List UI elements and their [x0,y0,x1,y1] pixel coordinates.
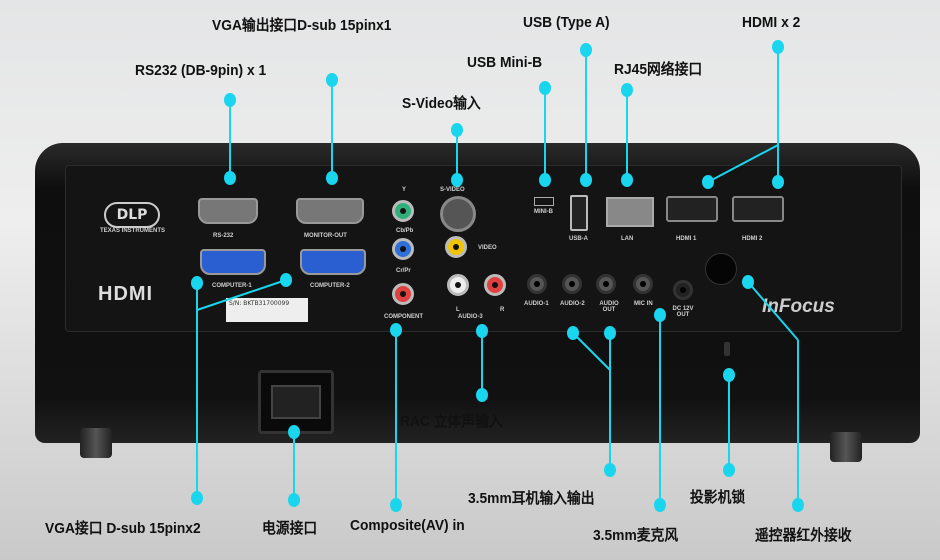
callout-vga-in: VGA接口 D-sub 15pinx2 [45,520,201,537]
hdmi1-port [666,196,718,222]
monitor-out-label: MONITOR-OUT [304,233,347,239]
cbpb-jack [392,238,414,260]
callout-rac: RAC 立体声输入 [400,413,503,430]
dlp-logo: DLP [104,202,160,228]
lan-port [606,197,654,227]
svideo-port [440,196,476,232]
usb-a-label: USB-A [569,236,588,242]
serial-label: S/N: BKTB31700099 [226,298,308,322]
dc-out-jack [673,280,693,300]
audio1-jack [527,274,547,294]
callout-lock: 投影机锁 [690,489,746,506]
video-label: VIDEO [478,245,497,251]
callout-hdmi: HDMI x 2 [742,14,801,31]
audio-out-label: AUDIO OUT [599,301,619,313]
computer2-label: COMPUTER-2 [310,283,350,289]
serial-number: S/N: BKTB31700099 [229,300,290,307]
dc-out-label: DC 12V OUT [672,306,694,318]
callout-mic: 3.5mm麦克风 [593,527,679,544]
lan-label: LAN [621,236,634,242]
hdmi2-port [732,196,784,222]
power-inlet-socket [271,385,321,419]
ir-receiver [705,253,737,285]
audio3-r-label: R [500,307,505,313]
computer2-port [300,249,366,275]
callout-vga-out: VGA输出接口D-sub 15pinx1 [212,17,392,34]
usb-a-port [570,195,588,231]
projector-foot-right [830,432,862,462]
kensington-lock-slot [724,342,730,356]
callout-svideo: S-Video输入 [402,95,481,112]
usb-mini-b-port [534,197,554,206]
mic-in-jack [633,274,653,294]
infocus-logo: InFocus [762,296,835,317]
mini-b-label: MINI-B [534,209,553,215]
y-label: Y [402,187,407,193]
callout-composite: Composite(AV) in [350,517,465,534]
callout-ir: 遥控器红外接收 [755,527,852,544]
io-panel [65,165,902,332]
rs232-port [198,198,258,224]
callout-headphone: 3.5mm耳机输入输出 [468,490,595,507]
svideo-label: S-VIDEO [440,187,465,193]
audio1-label: AUDIO-1 [524,301,549,307]
callout-rs232: RS232 (DB-9pin) x 1 [135,62,267,79]
callout-usb-mini: USB Mini-B [467,54,543,71]
monitor-out-port [296,198,364,224]
callout-rj45: RJ45网络接口 [614,61,703,78]
audio3-l-label: L [456,307,460,313]
hdmi-logo: HDMI [98,283,154,305]
crpr-label: Cr/Pr [396,268,411,274]
y-jack [392,200,414,222]
hdmi2-label: HDMI 2 [742,236,763,242]
callout-power: 电源接口 [262,520,318,537]
rs232-label: RS-232 [213,233,234,239]
mic-in-label: MIC IN [634,301,653,307]
video-jack [445,236,467,258]
cbpb-label: Cb/Pb [396,228,414,234]
computer1-label: COMPUTER-1 [212,283,252,289]
audio2-jack [562,274,582,294]
audio3-left-jack [447,274,469,296]
callout-usb-a: USB (Type A) [523,14,610,31]
audio3-right-jack [484,274,506,296]
projector-foot-left [80,428,112,458]
audio2-label: AUDIO-2 [560,301,585,307]
computer1-port [200,249,266,275]
crpr-jack [392,283,414,305]
audio3-label: AUDIO-3 [458,314,483,320]
ti-text: TEXAS INSTRUMENTS [100,228,166,234]
hdmi1-label: HDMI 1 [676,236,697,242]
audio-out-jack [596,274,616,294]
component-label: COMPONENT [384,314,423,320]
